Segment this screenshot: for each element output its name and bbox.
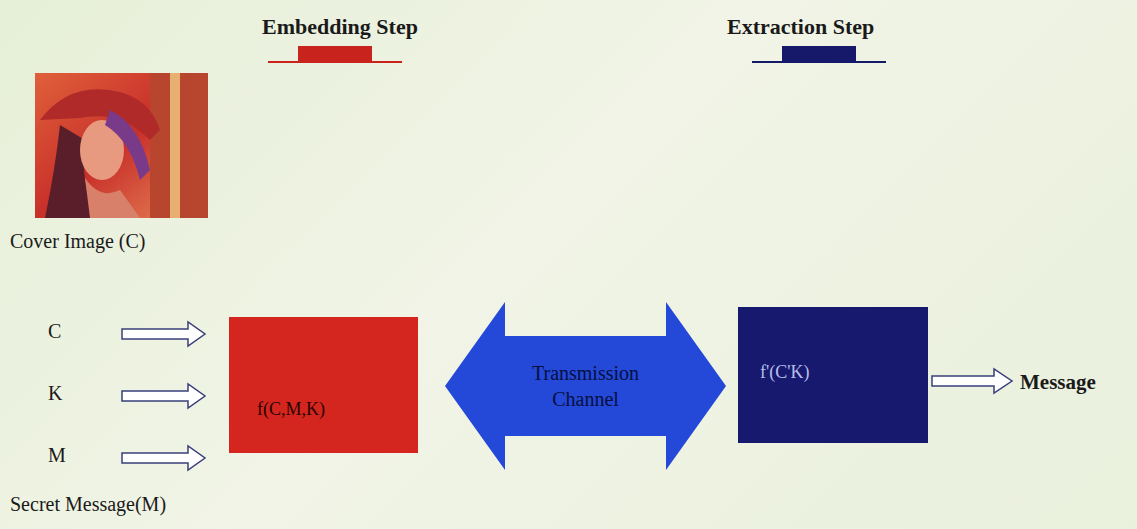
legend-swatch bbox=[782, 46, 856, 63]
double-arrow-outline bbox=[445, 302, 726, 470]
legend-swatch bbox=[298, 46, 372, 63]
feather bbox=[105, 110, 150, 180]
image-ground bbox=[35, 73, 208, 218]
input-arrow bbox=[122, 384, 205, 408]
image-caption: Cover Image (C) bbox=[10, 230, 146, 253]
cover-image bbox=[35, 73, 208, 218]
message-caption: Secret Message(M) bbox=[10, 493, 166, 516]
input-arrow bbox=[122, 322, 205, 346]
output-arrow bbox=[932, 369, 1012, 393]
legend-entry: Extraction Step bbox=[727, 14, 888, 70]
double-arrow-shape bbox=[445, 302, 726, 470]
embedding-box: f(C,M,K) bbox=[229, 317, 418, 453]
shoulder bbox=[85, 178, 140, 218]
legend-swatch-group bbox=[752, 44, 888, 70]
legend-text: Extraction Step bbox=[727, 14, 888, 40]
input-symbol: M bbox=[48, 444, 66, 467]
node-text-group: f(C,M,K) bbox=[257, 398, 325, 421]
output-label: Message bbox=[1020, 370, 1096, 395]
legend-entry: Embedding Step bbox=[262, 14, 418, 70]
legend-swatch-group bbox=[268, 44, 404, 70]
node-label: Transmission Channel bbox=[511, 360, 660, 412]
image-frame bbox=[170, 73, 180, 218]
input-arrow bbox=[122, 446, 205, 470]
node-text-group: f'(C'K) bbox=[760, 361, 809, 384]
node-label: f'(C'K) bbox=[760, 361, 809, 384]
node-text-group: Transmission Channel bbox=[511, 360, 660, 412]
legend-text: Embedding Step bbox=[262, 14, 418, 40]
input-symbol: C bbox=[48, 320, 61, 343]
image-wall bbox=[150, 73, 208, 218]
extraction-box: f'(C'K) bbox=[738, 307, 928, 443]
transmission-channel: Transmission Channel bbox=[445, 302, 726, 470]
input-symbol: K bbox=[48, 382, 62, 405]
node-label: f(C,M,K) bbox=[257, 398, 325, 421]
